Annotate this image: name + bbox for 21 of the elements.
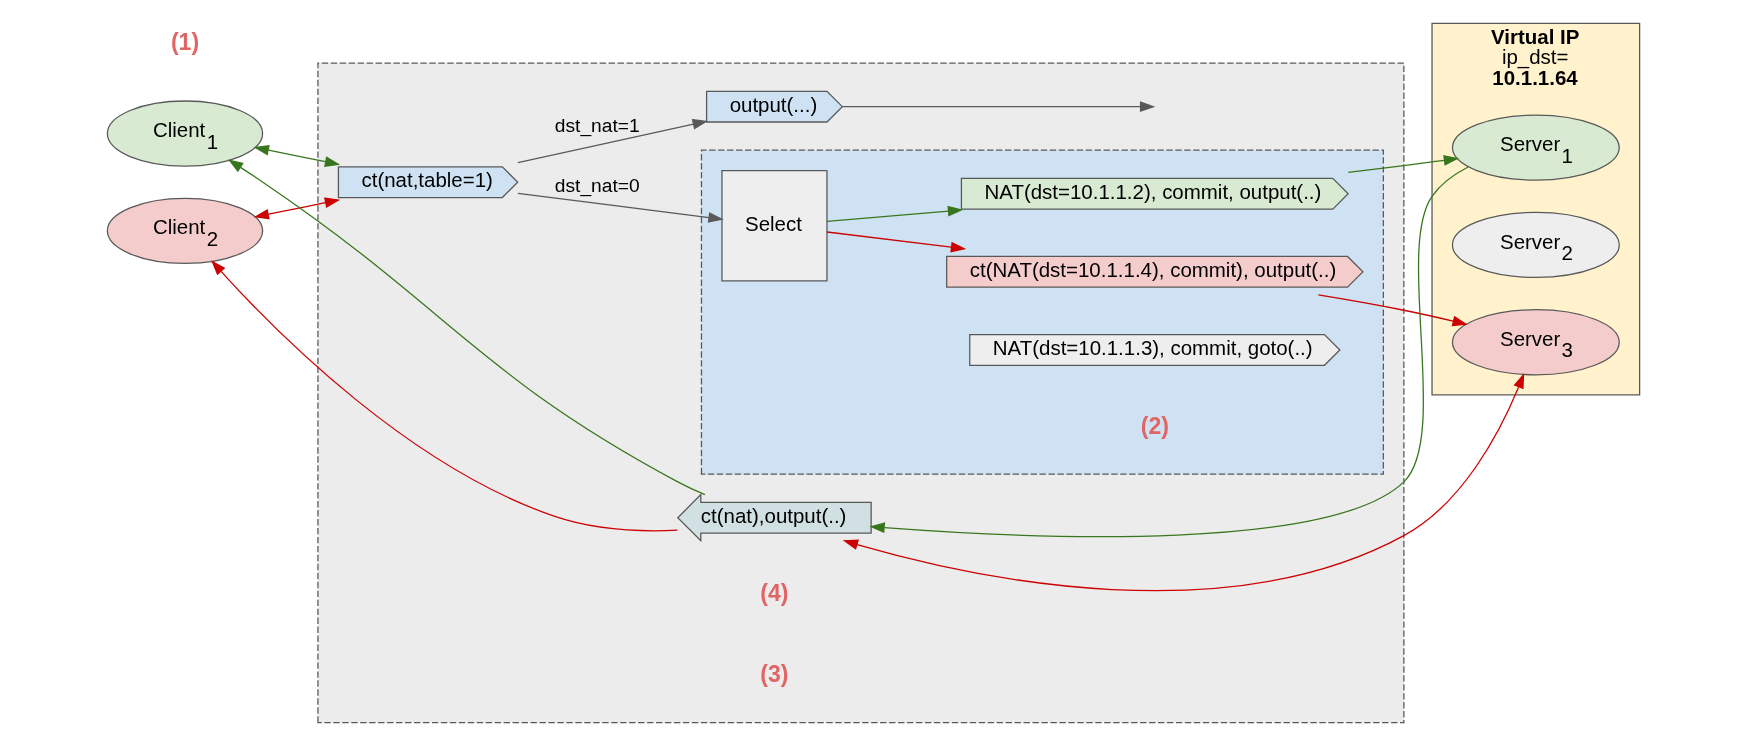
edge-label: dst_nat=0 bbox=[554, 175, 640, 197]
arrow bbox=[516, 192, 724, 223]
node-box: Select bbox=[720, 170, 828, 282]
arrow bbox=[868, 166, 1469, 538]
arrow bbox=[253, 144, 340, 167]
label: (4) bbox=[759, 580, 789, 607]
arrow bbox=[253, 197, 340, 220]
arrow bbox=[1347, 155, 1459, 173]
arrow bbox=[842, 373, 1524, 592]
arrow bbox=[210, 260, 678, 532]
arrow bbox=[825, 231, 966, 253]
cluster bbox=[700, 149, 1384, 475]
label: (1) bbox=[170, 28, 199, 55]
arrow bbox=[825, 205, 963, 222]
arrow bbox=[841, 101, 1155, 113]
arrow bbox=[1317, 294, 1468, 327]
edge-label: dst_nat=1 bbox=[554, 115, 640, 137]
cluster bbox=[316, 62, 1404, 724]
arrow bbox=[516, 119, 708, 164]
label: (2) bbox=[1140, 412, 1169, 439]
label: (3) bbox=[759, 661, 789, 688]
